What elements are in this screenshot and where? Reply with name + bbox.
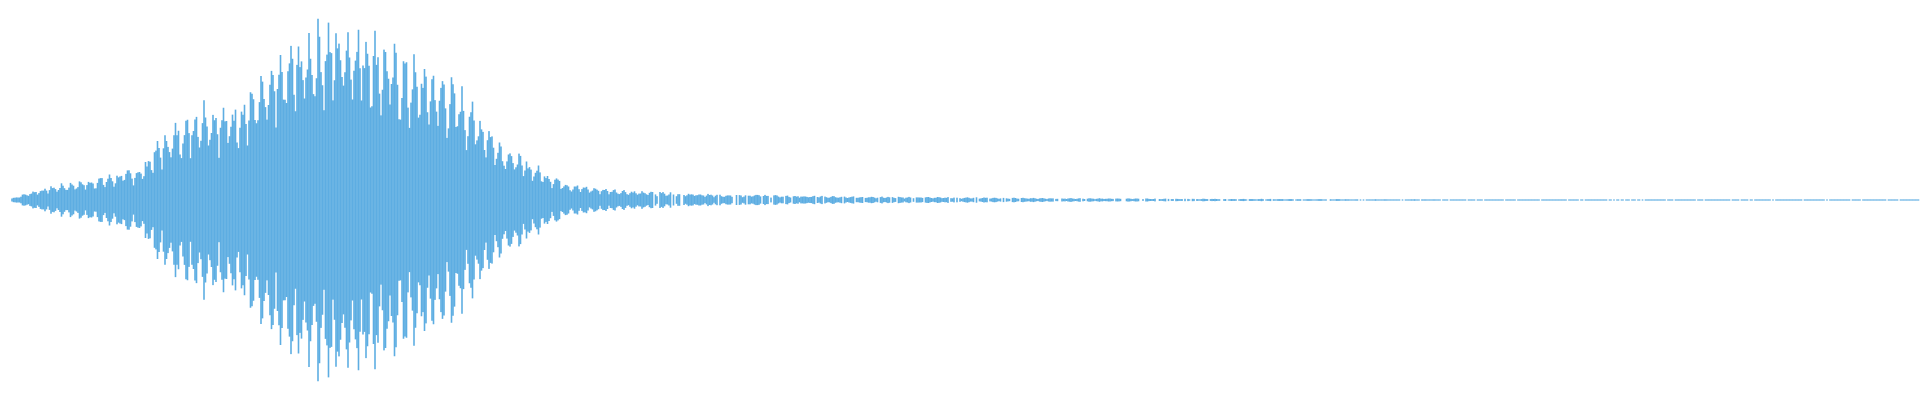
waveform-bars (11, 18, 1920, 382)
